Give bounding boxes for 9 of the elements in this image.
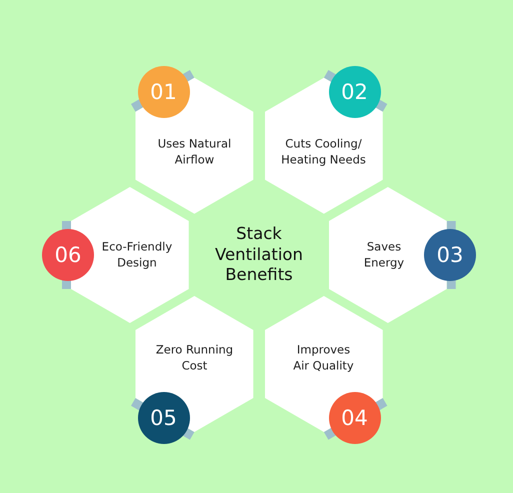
benefit-label: Eco-Friendly Design [100,239,173,271]
benefit-label: Saves Energy [362,239,405,271]
number-badge: 06 [42,229,94,281]
benefit-label: Cuts Cooling/ Heating Needs [280,136,366,168]
center-title: Stack Ventilation Benefits [214,224,304,286]
benefit-label: Improves Air Quality [292,342,354,374]
number-badge: 03 [424,229,476,281]
benefit-label: Uses Natural Airflow [156,136,232,168]
benefit-label: Zero Running Cost [154,342,234,374]
